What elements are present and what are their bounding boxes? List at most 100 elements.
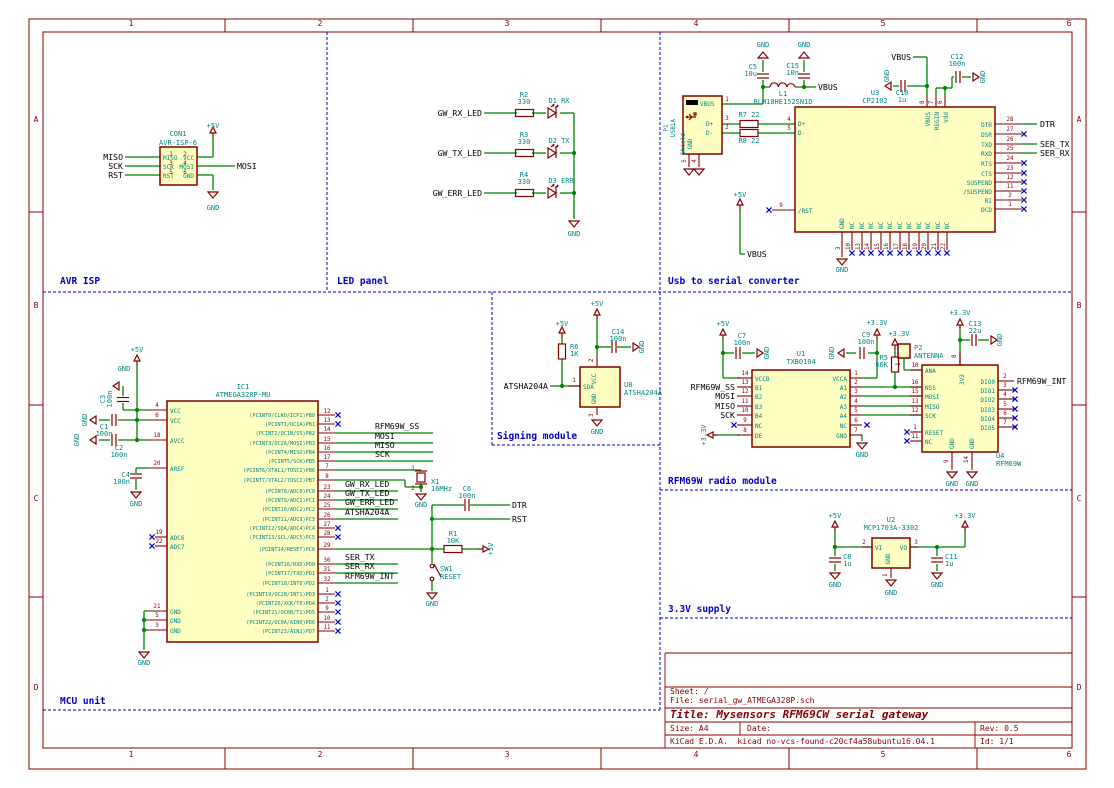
power-arrow: [133, 353, 141, 366]
ic1-pin-pd6: (PCINT22/OC0A/AIN0)PD6: [246, 620, 315, 626]
led-d3-body[interactable]: [547, 183, 559, 200]
power-arrow: [736, 197, 744, 210]
ic1-pin-pb3: (PCINT3/OC2A/MOSI)PB3: [249, 441, 315, 447]
c1-ref: C1: [100, 423, 108, 431]
l1-value: BLM18HE152SN1D: [753, 98, 812, 106]
c14-cap[interactable]: [611, 341, 617, 353]
c4-cap[interactable]: [130, 473, 142, 479]
c11-cap[interactable]: [931, 557, 943, 563]
c6-value: 100n: [459, 492, 476, 500]
gnd-symbol: [590, 419, 604, 427]
u3-pin-txd: TXD: [981, 142, 992, 149]
con1-body[interactable]: [159, 146, 198, 186]
p2-body[interactable]: [897, 343, 911, 359]
no-connect-x: [1020, 169, 1028, 177]
section-title-avr: AVR ISP: [60, 276, 100, 287]
junction-dot: [571, 190, 577, 196]
no-connect-x: [334, 608, 342, 616]
u3-pin-nsuspend: /SUSPEND: [963, 189, 992, 196]
r4-body[interactable]: [514, 188, 535, 198]
u8-value: ATSHA204A: [624, 389, 663, 397]
u3-pin-nc7: NC: [906, 221, 913, 229]
c5-cap[interactable]: [757, 73, 769, 79]
gnd-c13: GND: [996, 334, 1004, 347]
l1-body[interactable]: [769, 82, 796, 88]
c1-cap[interactable]: [111, 414, 117, 426]
ic1-num-9: 9: [325, 606, 329, 612]
no-connect-x: [867, 249, 875, 257]
no-connect-x: [924, 249, 932, 257]
c12-cap[interactable]: [955, 71, 961, 83]
c2-cap[interactable]: [111, 434, 117, 446]
c15-cap[interactable]: [798, 73, 810, 79]
gnd-u8: GND: [591, 428, 604, 436]
gnd-c4: GND: [130, 500, 143, 508]
ic1-num-10: 10: [324, 616, 331, 622]
u8-body[interactable]: [579, 366, 621, 408]
c3-cap[interactable]: [117, 396, 129, 403]
r1-body[interactable]: [443, 544, 463, 554]
ic1-body[interactable]: [166, 400, 319, 643]
u3-body[interactable]: [794, 106, 996, 233]
u1-num-3: 3: [854, 389, 858, 395]
no-connect-x: [334, 533, 342, 541]
r6-body[interactable]: [557, 343, 567, 360]
pwr-33-r5: +3.3V: [888, 330, 910, 338]
r8-body[interactable]: [739, 128, 759, 138]
r5-body[interactable]: [890, 356, 900, 373]
d3-ref: D3 ERR: [548, 177, 574, 185]
led-d1-body[interactable]: [547, 103, 559, 120]
gnd-symbol: [835, 258, 849, 266]
c13-cap[interactable]: [971, 334, 977, 346]
u4-num-2: 2: [1003, 374, 1007, 380]
sheet-frame: [28, 18, 1087, 770]
r2-ref: R2: [520, 91, 528, 99]
u1-body[interactable]: [751, 369, 851, 448]
ic1-pin-pb1: (PCINT1/OC1A)PB1: [265, 422, 315, 428]
x1-body[interactable]: [416, 472, 426, 483]
ic1-num-5: 5: [155, 613, 159, 619]
u4-body[interactable]: [921, 364, 999, 453]
u4-pin-nss: NSS: [925, 385, 936, 392]
u3-num-26: 26: [1007, 137, 1014, 143]
ic1-num-14: 14: [324, 427, 331, 433]
gnd-symbol: [88, 434, 97, 446]
gnd-u3: GND: [836, 266, 849, 274]
c10-cap[interactable]: [900, 80, 906, 92]
led-d2-body[interactable]: [547, 143, 559, 160]
u3-pin-rts: RTS: [981, 161, 992, 168]
r7-body[interactable]: [739, 119, 759, 129]
net-mosi-mcu: MOSI: [375, 431, 395, 441]
u2-body[interactable]: [871, 537, 911, 569]
r3-body[interactable]: [514, 148, 535, 158]
frame-row-d-l: D: [34, 683, 39, 692]
con1-num-5: 5: [169, 170, 173, 176]
net-gw-tx: GW_TX_LED: [345, 488, 389, 498]
p1-pin-gnd: GND: [687, 138, 694, 149]
section-title-mcu: MCU unit: [60, 696, 106, 707]
gnd-c3-label: GND: [118, 365, 131, 373]
ic1-num-32: 32: [324, 577, 331, 583]
c9-cap[interactable]: [859, 347, 865, 359]
r5-value: 56K: [875, 361, 888, 369]
junction-dot: [874, 350, 880, 356]
sw1-body[interactable]: [429, 563, 435, 569]
net-vbus-tie: VBUS: [747, 249, 767, 259]
u3-num-20: 20: [922, 243, 928, 250]
junction-dot: [832, 544, 838, 550]
ic1-pin-pc1: (PCINT9/ADC1)PC1: [265, 498, 315, 504]
no-connect-x: [858, 249, 866, 257]
c6-cap[interactable]: [464, 499, 470, 511]
junction-dot: [924, 83, 930, 89]
r2-body[interactable]: [514, 108, 535, 118]
p1-body[interactable]: [682, 95, 723, 155]
c2-ref: C2: [115, 444, 123, 452]
u3-num-21: 21: [932, 243, 938, 250]
frame-row-b-l: B: [34, 301, 39, 310]
net-mosi-u1: MOSI: [715, 391, 735, 401]
con1-pin-rst: RST: [163, 173, 174, 180]
c8-cap[interactable]: [829, 557, 841, 563]
c7-cap[interactable]: [735, 347, 741, 359]
gnd-x1: GND: [415, 501, 428, 509]
